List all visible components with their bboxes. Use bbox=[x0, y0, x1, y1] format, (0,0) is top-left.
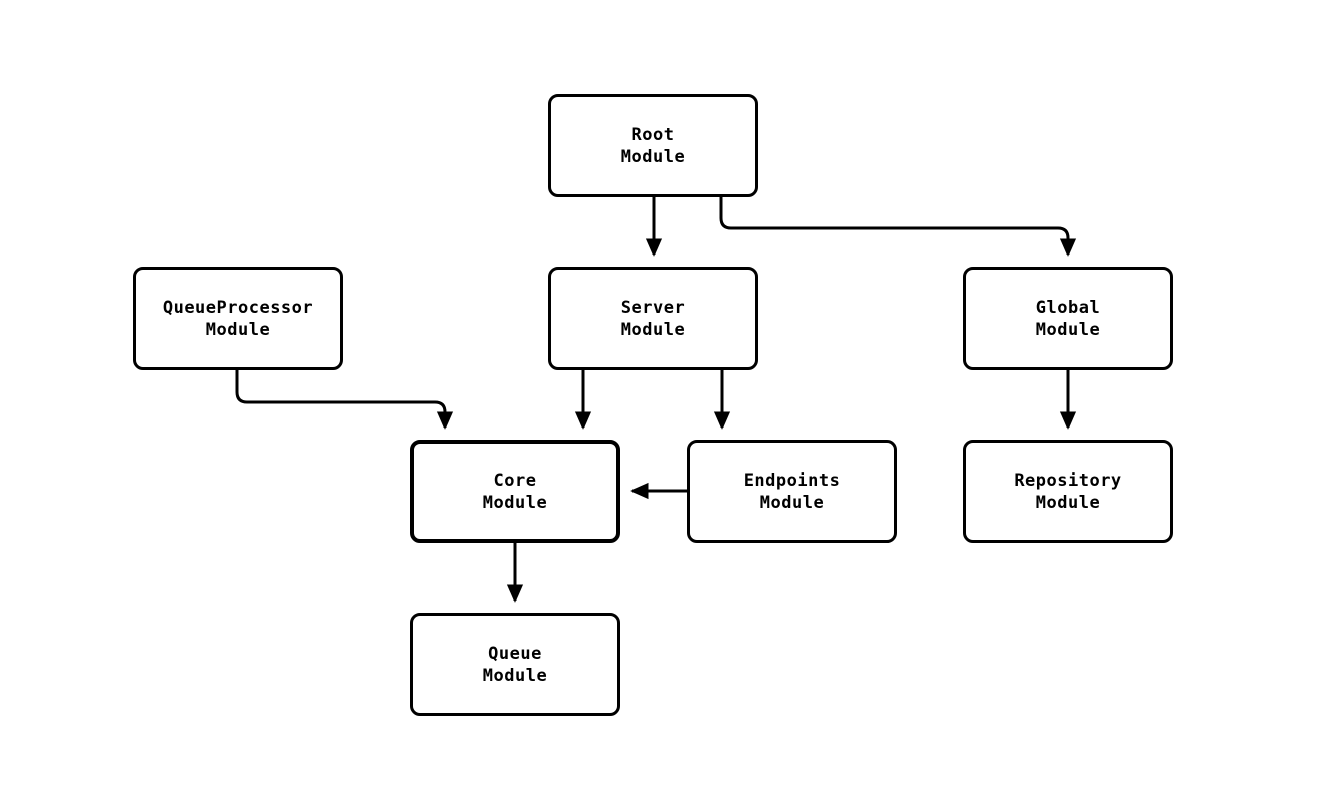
node-label-line1: Global bbox=[1035, 297, 1101, 318]
node-queueprocessor-module[interactable]: QueueProcessor Module bbox=[133, 267, 343, 370]
node-endpoints-module[interactable]: Endpoints Module bbox=[687, 440, 897, 543]
node-label-line1: Server bbox=[620, 297, 686, 318]
node-label-line2: Module bbox=[482, 492, 548, 513]
node-repository-module[interactable]: Repository Module bbox=[963, 440, 1173, 543]
node-label-line1: QueueProcessor bbox=[162, 297, 314, 318]
node-global-module[interactable]: Global Module bbox=[963, 267, 1173, 370]
node-label-line1: Core bbox=[493, 470, 537, 491]
edge-root-to-global bbox=[719, 197, 1077, 257]
node-label-line2: Module bbox=[1035, 492, 1101, 513]
edge-queueprocessor-to-core bbox=[235, 370, 454, 430]
node-queue-module[interactable]: Queue Module bbox=[410, 613, 620, 716]
node-label-line2: Module bbox=[205, 319, 271, 340]
node-label-line1: Queue bbox=[488, 643, 542, 664]
node-label-line2: Module bbox=[482, 665, 548, 686]
node-core-module[interactable]: Core Module bbox=[410, 440, 620, 543]
node-label-line2: Module bbox=[620, 319, 686, 340]
node-label-line2: Module bbox=[759, 492, 825, 513]
node-label-line2: Module bbox=[620, 146, 686, 167]
node-label-line1: Repository bbox=[1014, 470, 1122, 491]
node-label-line1: Root bbox=[631, 124, 675, 145]
node-label-line1: Endpoints bbox=[743, 470, 841, 491]
node-server-module[interactable]: Server Module bbox=[548, 267, 758, 370]
node-root-module[interactable]: Root Module bbox=[548, 94, 758, 197]
node-label-line2: Module bbox=[1035, 319, 1101, 340]
